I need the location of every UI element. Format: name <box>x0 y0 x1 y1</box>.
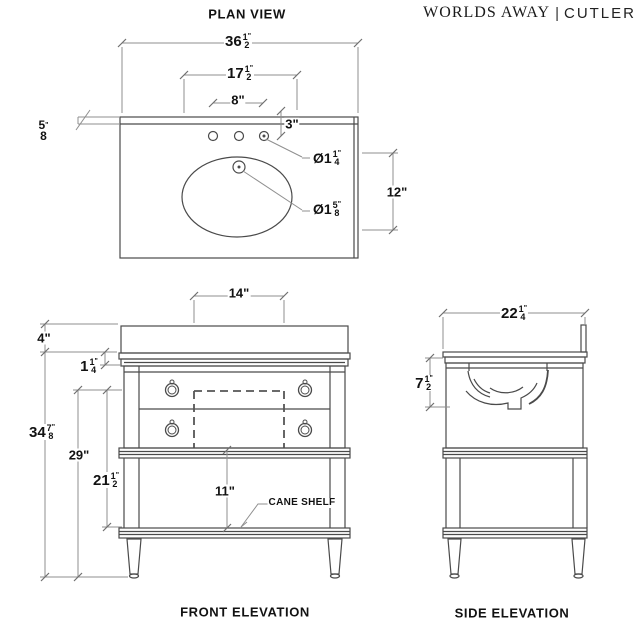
side-elevation-drawing <box>442 324 588 579</box>
front-mid-rail <box>118 447 351 459</box>
brand-divider: | <box>555 4 559 22</box>
front-counter-slab <box>118 352 351 360</box>
side-shelf-band <box>442 527 588 539</box>
side-counter-molding <box>444 356 586 364</box>
dim-backsplash-thickness: 5"8 <box>36 118 50 143</box>
sink-cutout-dashed <box>193 390 285 448</box>
drain-dia-leader <box>242 170 303 211</box>
faucet-holes <box>207 130 270 142</box>
faucet-dia-leader <box>265 138 303 158</box>
side-elevation-title: SIDE ELEVATION <box>453 605 571 621</box>
dim-bowl-length: 12" <box>385 184 409 200</box>
plan-view-title: PLAN VIEW <box>207 6 287 22</box>
drawer-ring-pulls <box>164 379 313 438</box>
dim-hole-setback: 3" <box>284 116 300 132</box>
cane-shelf-band <box>118 527 351 539</box>
front-elevation-drawing <box>118 325 351 579</box>
countertop-outline <box>119 116 359 259</box>
front-legs <box>126 538 343 579</box>
plan-view-drawing <box>119 116 359 259</box>
brand-cutler: CUTLER <box>563 4 636 22</box>
dim-shelf-clearance: 11" <box>214 483 236 499</box>
side-counter-slab <box>442 351 588 358</box>
side-mid-rail <box>442 447 588 459</box>
dim-faucet-spread: 8" <box>230 92 246 108</box>
side-elevation-dimensions <box>425 308 590 412</box>
sink-bowl-profile <box>465 363 549 410</box>
drain-hole <box>232 160 246 174</box>
sink-basin-outline <box>181 156 293 238</box>
side-cabinet-body <box>445 362 584 449</box>
cane-shelf-note: CANE SHELF <box>267 497 337 508</box>
front-elevation-title: FRONT ELEVATION <box>179 604 311 620</box>
dim-sink-width: 14" <box>227 285 251 301</box>
brand-worlds-away: WORLDS AWAY <box>423 4 551 21</box>
dim-base-height: 29" <box>67 447 91 463</box>
side-legs <box>447 538 586 579</box>
side-backsplash <box>580 324 587 353</box>
front-backsplash <box>120 325 349 354</box>
brand-header: WORLDS AWAY | CUTLER <box>423 4 636 22</box>
front-cabinet-body <box>123 365 346 449</box>
dim-backsplash-height: 4" <box>36 330 52 346</box>
